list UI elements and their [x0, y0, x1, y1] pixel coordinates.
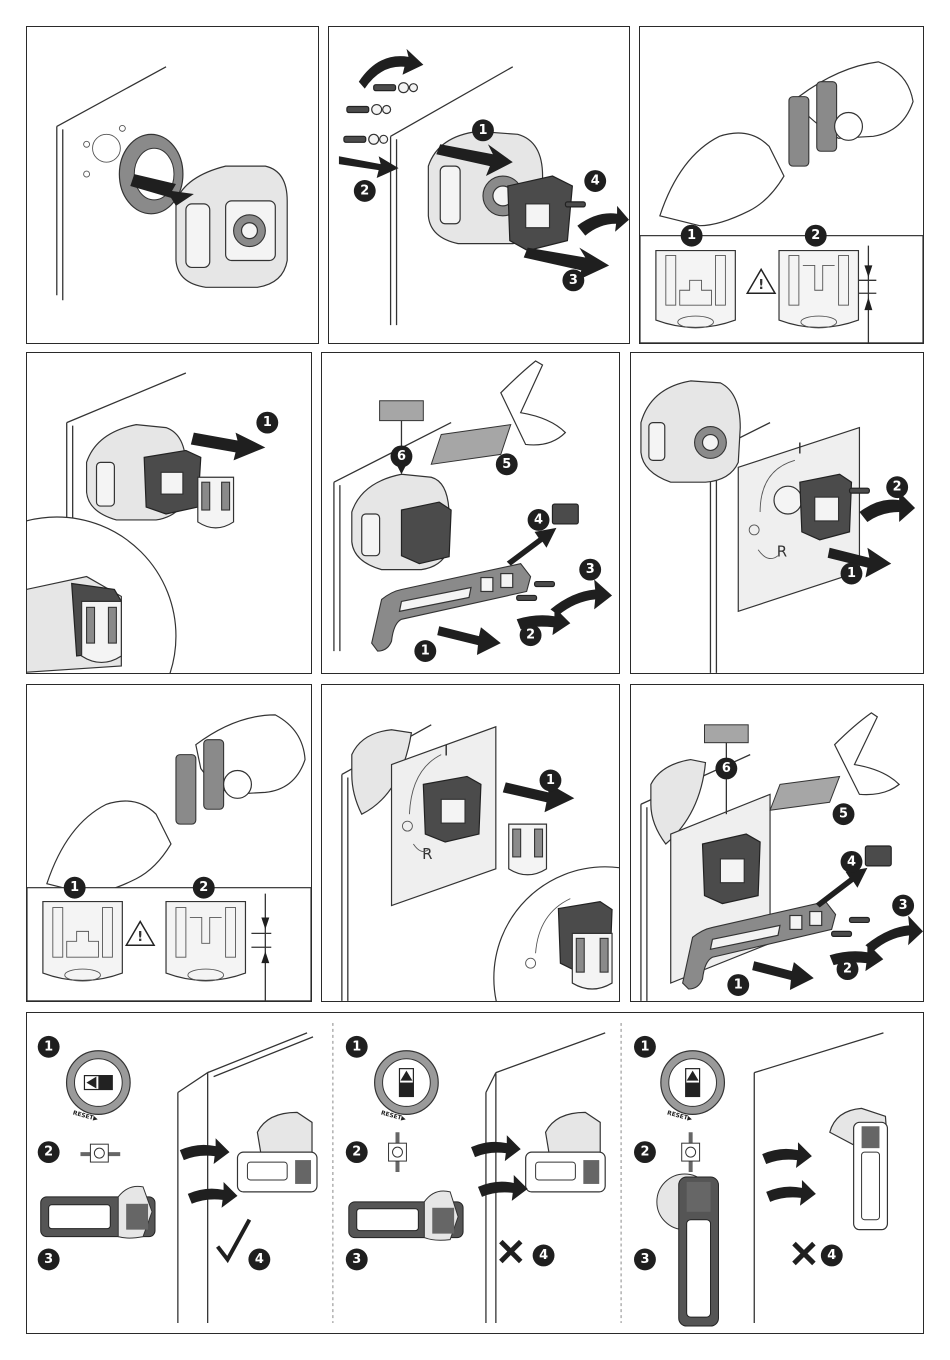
step-badge: 1	[640, 1039, 649, 1054]
step-badge: 2	[640, 1145, 649, 1160]
step-badge: 1	[847, 566, 856, 581]
panel-step-9: 1 2 3 4 5 6	[630, 684, 924, 1002]
step-badge: 2	[843, 962, 852, 977]
step-badge: 2	[811, 228, 820, 243]
panel-step-3: ! 1 2	[639, 26, 924, 344]
panel-step-6: I R 1 2	[630, 352, 924, 674]
step-badge: 2	[893, 480, 902, 495]
step-badge: 2	[360, 183, 369, 198]
illustration-insert-bracket-on-plate: I R 1	[322, 685, 619, 1001]
step-badge: 3	[44, 1252, 53, 1267]
panel-step-8: I R 1	[321, 684, 620, 1002]
step-badge: 1	[687, 228, 696, 243]
cross-icon	[501, 1242, 521, 1262]
step-badge: 1	[44, 1039, 53, 1054]
dial-mark: I	[444, 742, 448, 760]
step-badge: 6	[397, 449, 406, 464]
panel-handle-positions: RESET▶ 1 2 3 4 RESET▶	[26, 1012, 924, 1334]
step-badge: 3	[352, 1252, 361, 1267]
illustration-attach-module: 1 2 3 4	[329, 27, 629, 343]
illustration-attach-handle-and-label: 1 2 3 4 5 6	[322, 353, 619, 673]
panel-step-7: ! 1 2	[26, 684, 312, 1002]
panel-step-5: 1 2 3 4 5 6	[321, 352, 620, 674]
step-badge: 2	[44, 1145, 53, 1160]
illustration-attach-handle-and-label-repeat: 1 2 3 4 5 6	[631, 685, 923, 1001]
step-badge: 2	[199, 880, 208, 895]
step-badge: 4	[591, 174, 600, 189]
panel-step-1	[26, 26, 319, 344]
illustration-mount-housing	[27, 27, 318, 343]
cross-icon	[794, 1244, 814, 1264]
step-badge: 4	[255, 1252, 264, 1267]
illustration-bend-bracket: ! 1 2	[640, 27, 923, 343]
dial-mark: R	[777, 543, 787, 561]
panel-step-4: 1	[26, 352, 312, 674]
illustration-insert-bracket: 1	[27, 353, 311, 673]
step-badge: 1	[263, 415, 272, 430]
dial-mark: R	[422, 845, 432, 863]
section-position-3: RESET▶ 1 2 3 4	[634, 1033, 887, 1326]
section-position-1: RESET▶ 1 2 3 4	[38, 1033, 317, 1323]
step-badge: 4	[534, 512, 543, 527]
step-badge: 1	[421, 644, 430, 659]
section-position-2: RESET▶ 1 2 3 4	[346, 1033, 605, 1323]
illustration-handle-positions: RESET▶ 1 2 3 4 RESET▶	[27, 1013, 923, 1333]
illustration-dial-plate: I R 1 2	[631, 353, 923, 673]
step-badge: 6	[722, 761, 731, 776]
check-icon	[218, 1220, 250, 1260]
screws	[344, 83, 418, 145]
step-badge: 2	[352, 1145, 361, 1160]
panel-step-2: 1 2 3 4	[328, 26, 630, 344]
step-badge: 2	[526, 628, 535, 643]
step-badge: 4	[847, 854, 856, 869]
step-badge: 1	[352, 1039, 361, 1054]
illustration-bend-bracket-repeat: ! 1 2	[27, 685, 311, 1001]
step-badge: 1	[546, 773, 555, 788]
step-badge: 3	[569, 273, 578, 288]
bracket-correct	[43, 902, 122, 981]
step-badge: 4	[539, 1248, 548, 1263]
step-badge: 3	[640, 1252, 649, 1267]
step-badge: 4	[827, 1248, 836, 1263]
bracket-correct	[656, 251, 735, 328]
step-badge: 1	[478, 123, 487, 138]
step-badge: 5	[839, 807, 848, 822]
step-badge: 3	[586, 562, 595, 577]
svg-text:!: !	[137, 930, 143, 945]
step-badge: 5	[502, 457, 511, 472]
step-badge: 3	[899, 898, 908, 913]
dial-mark: I	[798, 439, 802, 457]
step-badge: 1	[734, 978, 743, 993]
svg-text:!: !	[758, 278, 764, 293]
step-badge: 1	[70, 880, 79, 895]
